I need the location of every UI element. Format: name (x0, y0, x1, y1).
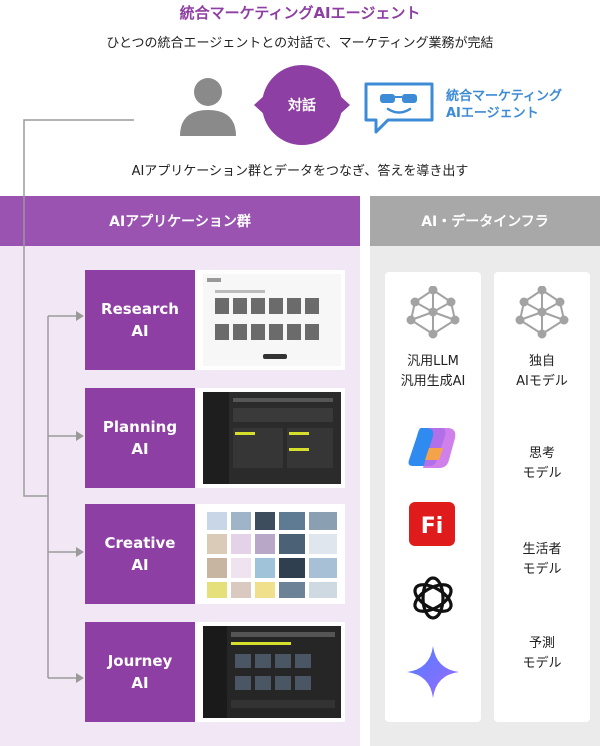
model-line2: モデル (522, 656, 562, 671)
apps-header: AIアプリケーション群 (0, 196, 360, 246)
creative-ai-label: Creative AI (85, 504, 195, 604)
planning-ai-card[interactable]: Planning AI (85, 388, 345, 488)
firefly-logo-icon: Fi (409, 502, 455, 546)
thinking-model-label: 思考 モデル (494, 444, 590, 484)
planning-ai-screenshot (203, 392, 341, 484)
agent-label-line2: AIエージェント (446, 106, 539, 121)
general-ai-line1: 汎用LLM (407, 354, 459, 369)
consumer-model-label: 生活者 モデル (494, 540, 590, 580)
proprietary-ai-line2: AIモデル (516, 374, 568, 389)
creative-ai-screenshot (203, 508, 341, 600)
proprietary-ai-line1: 独自 (528, 354, 555, 369)
planning-ai-label: Planning AI (85, 388, 195, 488)
research-ai-screenshot (203, 274, 341, 366)
flow-caption: AIアプリケーション群とデータをつなぎ、答えを導き出す (131, 164, 469, 179)
model-line2: モデル (522, 562, 562, 577)
neural-network-icon (515, 286, 569, 339)
infra-header: AI・データインフラ (370, 196, 600, 246)
svg-text:Fi: Fi (421, 514, 444, 539)
journey-ai-screenshot (203, 626, 341, 718)
neural-network-icon (406, 286, 460, 339)
creative-ai-card[interactable]: Creative AI (85, 504, 345, 604)
page-title: 統合マーケティングAIエージェント (179, 4, 421, 22)
journey-ai-label: Journey AI (85, 622, 195, 722)
agent-label-line1: 統合マーケティング (446, 89, 562, 104)
proprietary-ai-label: 独自 AIモデル (494, 352, 590, 392)
openai-logo-icon (413, 576, 453, 620)
research-ai-label: Research AI (85, 270, 195, 370)
app-name: Planning (102, 418, 178, 436)
proprietary-ai-card: 独自 AIモデル 思考 モデル 生活者 モデル 予測 モデル (494, 272, 590, 722)
general-ai-card: 汎用LLM 汎用生成AI Fi (385, 272, 481, 722)
app-name: Creative (104, 534, 176, 552)
app-name: Research (101, 300, 179, 318)
research-ai-card[interactable]: Research AI (85, 270, 345, 370)
app-suffix: AI (131, 674, 149, 692)
copilot-logo-icon (408, 428, 456, 468)
prediction-model-label: 予測 モデル (494, 634, 590, 674)
app-suffix: AI (131, 322, 149, 340)
model-line1: 生活者 (522, 542, 562, 557)
model-line1: 思考 (528, 446, 555, 461)
page-subtitle: ひとつの統合エージェントとの対話で、マーケティング業務が完結 (106, 36, 494, 51)
gemini-logo-icon (407, 646, 459, 698)
dialog-label: 対話 (288, 98, 316, 114)
dialog-bubble-icon (254, 65, 350, 145)
user-icon (180, 78, 236, 136)
journey-ai-card[interactable]: Journey AI (85, 622, 345, 722)
general-ai-label: 汎用LLM 汎用生成AI (385, 352, 481, 392)
model-line2: モデル (522, 466, 562, 481)
app-name: Journey (107, 652, 173, 670)
general-ai-line2: 汎用生成AI (400, 374, 466, 389)
app-suffix: AI (131, 440, 149, 458)
agent-label: 統合マーケティング AIエージェント (446, 88, 596, 122)
app-suffix: AI (131, 556, 149, 574)
model-line1: 予測 (528, 636, 555, 651)
agent-chat-icon (364, 82, 434, 134)
